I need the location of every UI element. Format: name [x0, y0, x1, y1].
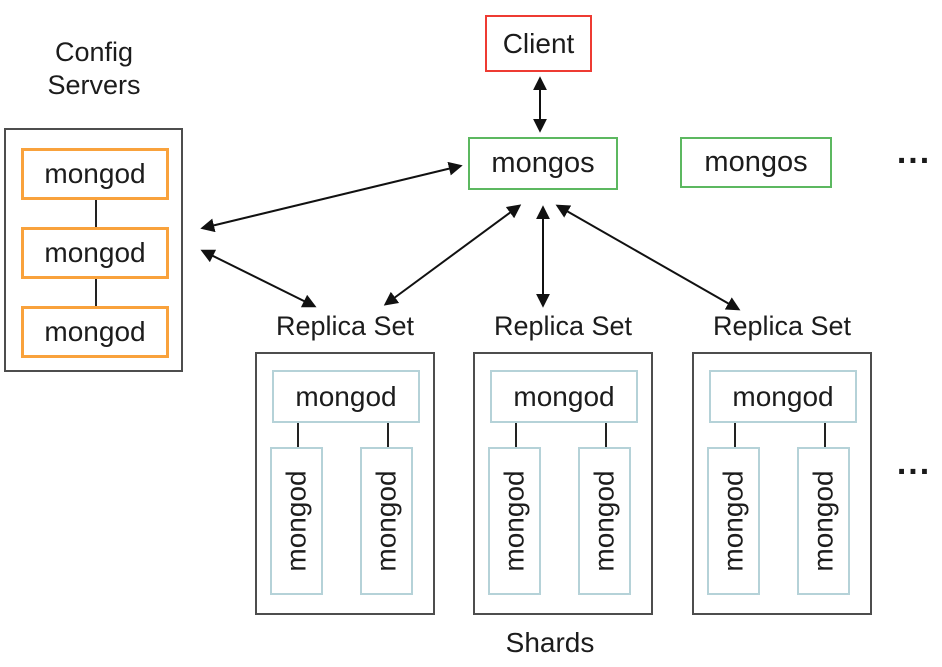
replica-set-3-label: Replica Set	[712, 311, 852, 341]
arrow-mongos-replica-set-3	[555, 204, 741, 311]
replica-set-3-secondary-mongod-1: mongod	[707, 447, 760, 595]
connector-line	[515, 423, 517, 447]
replica-set-2-secondary-mongod-2: mongod	[578, 447, 631, 595]
replica-set-1-secondary-mongod-2: mongod	[360, 447, 413, 595]
replica-set-3-box: mongod mongod mongod	[692, 352, 872, 615]
config-mongod-3: mongod	[21, 306, 169, 358]
mongos-router-1: mongos	[468, 137, 618, 190]
replica-set-3: Replica Set mongod mongod mongod	[692, 310, 872, 615]
replica-set-2-label: Replica Set	[493, 311, 633, 341]
replica-set-3-secondary-mongod-2: mongod	[797, 447, 850, 595]
replica-set-3-primary-mongod: mongod	[709, 370, 857, 423]
connector-line	[297, 423, 299, 447]
replica-set-1-primary-mongod: mongod	[272, 370, 420, 423]
replica-set-1-box: mongod mongod mongod	[255, 352, 435, 615]
arrow-mongos-replica-set-1	[383, 204, 522, 306]
connector-line	[387, 423, 389, 447]
connector-line	[605, 423, 607, 447]
config-mongod-1: mongod	[21, 148, 169, 200]
replica-set-1-secondary-mongod-1: mongod	[270, 447, 323, 595]
replica-set-2-box: mongod mongod mongod	[473, 352, 653, 615]
client-box: Client	[485, 15, 592, 72]
mongos-router-2: mongos	[680, 137, 832, 188]
config-mongod-2: mongod	[21, 227, 169, 279]
replica-set-1: Replica Set mongod mongod mongod	[255, 310, 435, 615]
arrow-config-mongos	[200, 161, 463, 233]
arrow-config-replica-set-1	[200, 249, 317, 308]
connector-line	[824, 423, 826, 447]
config-servers-box: mongod mongod mongod	[4, 128, 183, 372]
shards-label: Shards	[505, 627, 595, 658]
routers-ellipsis: ...	[896, 133, 932, 171]
shards-ellipsis: ...	[896, 444, 932, 482]
replica-set-1-label: Replica Set	[275, 311, 415, 341]
replica-set-2-primary-mongod: mongod	[490, 370, 638, 423]
connector-line	[95, 200, 97, 227]
connector-line	[734, 423, 736, 447]
replica-set-2: Replica Set mongod mongod mongod	[473, 310, 653, 615]
connector-line	[95, 279, 97, 306]
replica-set-2-secondary-mongod-1: mongod	[488, 447, 541, 595]
config-servers-title: Config Servers	[47, 37, 141, 100]
